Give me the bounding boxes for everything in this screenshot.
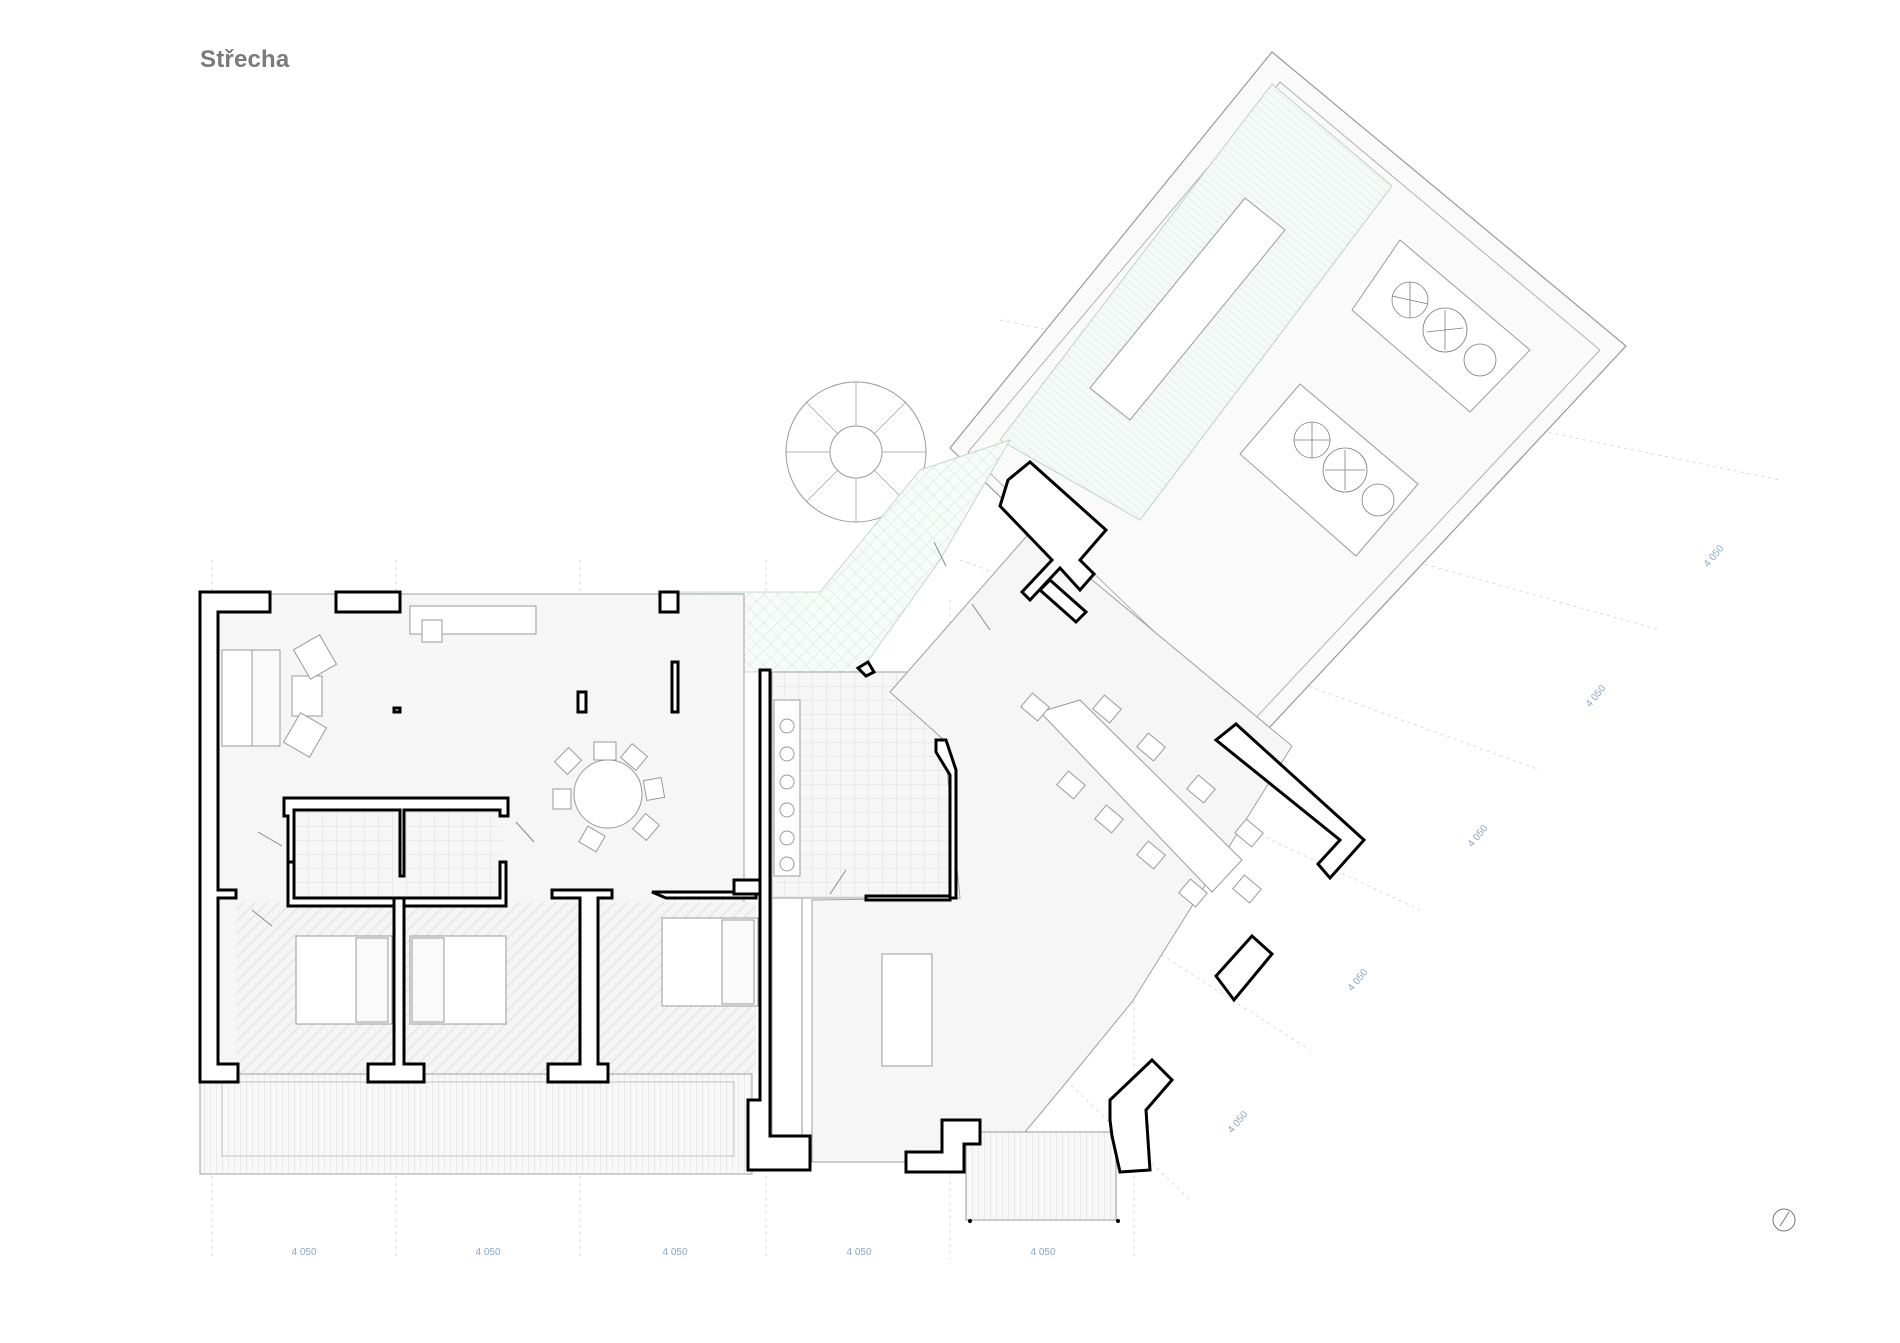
coffee-table bbox=[291, 675, 323, 717]
page-title: Střecha bbox=[200, 46, 290, 73]
dining-table-long bbox=[1020, 692, 1264, 908]
armchair-2 bbox=[282, 712, 328, 758]
desk-chair bbox=[421, 619, 443, 643]
kitchen-hobs bbox=[773, 699, 801, 877]
roof-terrace bbox=[949, 51, 1627, 745]
kitchen-island bbox=[881, 953, 933, 1067]
bottom-dimensions: 4 050 4 050 4 050 4 050 4 050 bbox=[291, 1247, 1055, 1258]
dim-bottom-2: 4 050 bbox=[475, 1247, 500, 1258]
dim-diag-2: 4 050 bbox=[1584, 683, 1609, 710]
dim-bottom-1: 4 050 bbox=[291, 1247, 316, 1258]
dim-diag-3: 4 050 bbox=[1466, 823, 1491, 850]
dim-bottom-3: 4 050 bbox=[662, 1247, 687, 1258]
dim-bottom-4: 4 050 bbox=[846, 1247, 871, 1258]
door-swings bbox=[251, 541, 991, 927]
bathroom-1 bbox=[288, 802, 394, 896]
kitchen-counter bbox=[771, 897, 803, 1149]
bathroom-2 bbox=[402, 802, 502, 896]
round-table bbox=[573, 759, 643, 829]
compass-icon bbox=[1772, 1208, 1796, 1232]
armchair-1 bbox=[292, 634, 338, 680]
dim-bottom-5: 4 050 bbox=[1030, 1247, 1055, 1258]
beds bbox=[295, 917, 759, 1025]
south-balcony bbox=[199, 1073, 753, 1175]
walls bbox=[198, 460, 1367, 1174]
living-furniture bbox=[221, 605, 666, 853]
dim-diag-4: 4 050 bbox=[1346, 967, 1371, 994]
sofa bbox=[221, 649, 253, 747]
spiral-stair bbox=[785, 381, 927, 523]
dim-diag-1: 4 050 bbox=[1702, 543, 1727, 570]
dim-diag-5: 4 050 bbox=[1226, 1109, 1251, 1136]
entrance-steps bbox=[965, 1131, 1117, 1221]
